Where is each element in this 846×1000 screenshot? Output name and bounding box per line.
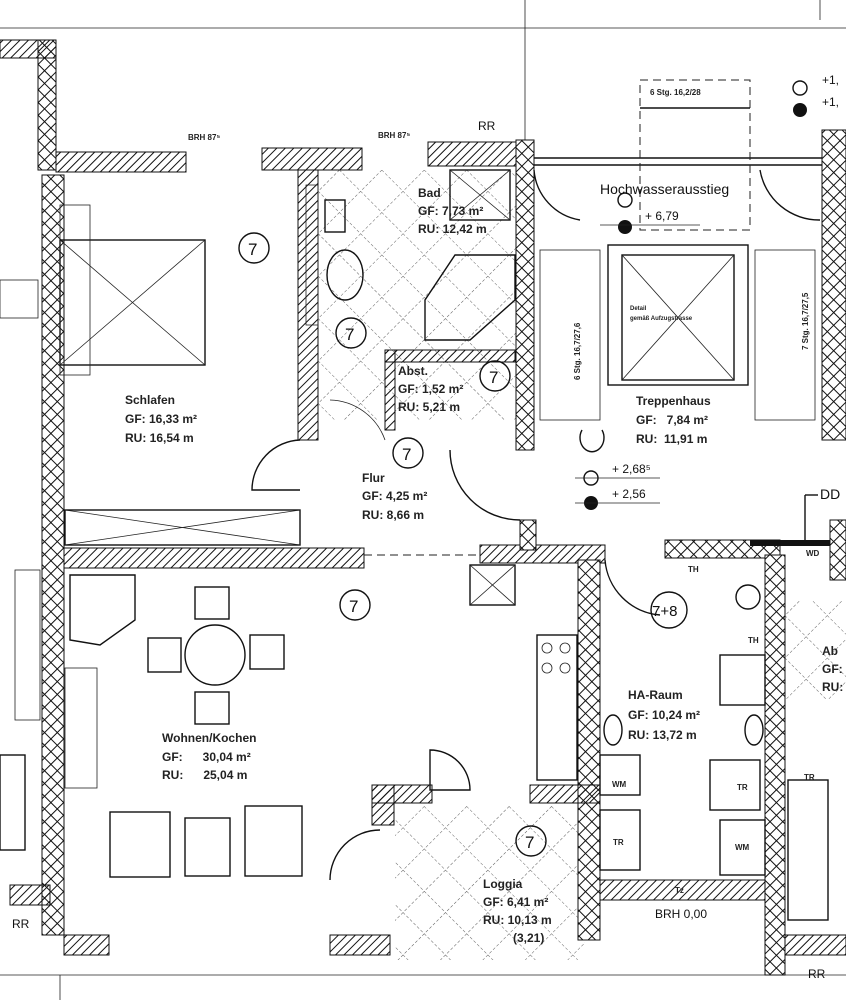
room-area: GF: 7,84 m² [636, 413, 708, 427]
room-area: GF: 6,41 m² [483, 895, 548, 909]
rr-label: RR [808, 967, 826, 981]
furniture [0, 79, 829, 921]
marker-circles: 7 7 7 7 7 7 7+8 [238, 232, 688, 857]
room-perimeter: RU: 13,72 m [628, 728, 697, 742]
room-name: Loggia [483, 877, 523, 891]
elevation-label: +1, [822, 95, 839, 109]
room-perimeter: RU: 11,91 m [636, 432, 707, 446]
room-name: Abst. [398, 364, 428, 378]
marker-label: 7 [525, 833, 534, 852]
marker-label: 7 [349, 597, 358, 616]
room-flur: Flur GF: 4,25 m² RU: 8,66 m [362, 471, 427, 522]
room-perimeter: RU: 5,21 m [398, 400, 460, 414]
room-perimeter: RU: [822, 680, 843, 694]
room-bad: Bad GF: 7,73 m² RU: 12,42 m [418, 186, 487, 236]
room-perimeter: RU: 12,42 m [418, 222, 487, 236]
room-abst-right: Ab GF: RU: [822, 644, 843, 694]
fixture-label: Tz [675, 886, 684, 895]
fixture-label: TR [737, 783, 748, 792]
marker-label: 7 [248, 240, 257, 259]
room-area: GF: 4,25 m² [362, 489, 427, 503]
room-area: GF: 1,52 m² [398, 382, 463, 396]
elevation-label: + 2,68⁵ [612, 462, 651, 476]
room-name: HA-Raum [628, 688, 683, 702]
marker-label: 7 [345, 325, 354, 344]
elevation-label: +1, [822, 73, 839, 87]
room-treppenhaus: Treppenhaus GF: 7,84 m² RU: 11,91 m [636, 394, 711, 446]
room-name: Bad [418, 186, 441, 200]
room-abst: Abst. GF: 1,52 m² RU: 5,21 m [398, 364, 463, 414]
room-extra: (3,21) [513, 931, 544, 945]
fixture-label: TH [748, 636, 759, 645]
fixture-label: WM [612, 780, 627, 789]
brh-label: BRH 87⁵ [378, 131, 410, 140]
room-perimeter: RU: 16,54 m [125, 431, 194, 445]
walls [0, 39, 846, 976]
room-area: GF: 10,24 m² [628, 708, 700, 722]
room-perimeter: RU: 10,13 m [483, 913, 552, 927]
elevation-label: + 6,79 [645, 209, 679, 223]
detail-label: Detail [630, 306, 647, 312]
room-area: GF: 7,73 m² [418, 204, 483, 218]
room-name: Ab [822, 644, 838, 658]
room-area: GF: 16,33 m² [125, 412, 197, 426]
stairs-label: 6 Stg. 16,7/27,6 [573, 322, 582, 380]
marker-label: 7 [402, 445, 411, 464]
room-area: GF: [822, 662, 843, 676]
room-name: Schlafen [125, 393, 175, 407]
detail-label: gemäß Aufzugstrasse [630, 316, 693, 322]
brh-label: BRH 0,00 [655, 907, 707, 921]
stairs-label: 7 Stg. 16,7/27,5 [801, 292, 810, 350]
fixture-label: TR [804, 773, 815, 782]
room-name: Wohnen/Kochen [162, 731, 256, 745]
rr-label: RR [12, 917, 30, 931]
dd-label: DD [820, 486, 840, 502]
room-perimeter: RU: 25,04 m [162, 768, 247, 782]
room-name: Treppenhaus [636, 394, 711, 408]
room-ha-raum: HA-Raum GF: 10,24 m² RU: 13,72 m [628, 688, 700, 742]
room-wohnen-kochen: Wohnen/Kochen GF: 30,04 m² RU: 25,04 m [162, 731, 256, 782]
marker-label: 7 [489, 368, 498, 387]
rr-label: RR [478, 119, 496, 133]
hochwasser-label: Hochwasserausstieg [600, 181, 729, 197]
marker-label: 7+8 [652, 603, 677, 620]
wd-label: WD [806, 549, 820, 558]
stairs-label: 6 Stg. 16,2/28 [650, 88, 701, 97]
doors [251, 169, 821, 881]
room-loggia: Loggia GF: 6,41 m² RU: 10,13 m (3,21) [483, 877, 552, 945]
fixture-label: TR [613, 838, 624, 847]
loggia-tiles [395, 805, 585, 960]
fixture-label: TH [688, 565, 699, 574]
elevation-markers [575, 80, 808, 510]
room-perimeter: RU: 8,66 m [362, 508, 424, 522]
bath-tiles [318, 170, 516, 420]
room-schlafen: Schlafen GF: 16,33 m² RU: 16,54 m [125, 393, 197, 445]
room-area: GF: 30,04 m² [162, 750, 251, 764]
brh-label: BRH 87⁵ [188, 133, 220, 142]
elevation-label: + 2,56 [612, 487, 646, 501]
fixture-label: WM [735, 843, 750, 852]
right-room-tiles [785, 600, 846, 700]
room-name: Flur [362, 471, 385, 485]
